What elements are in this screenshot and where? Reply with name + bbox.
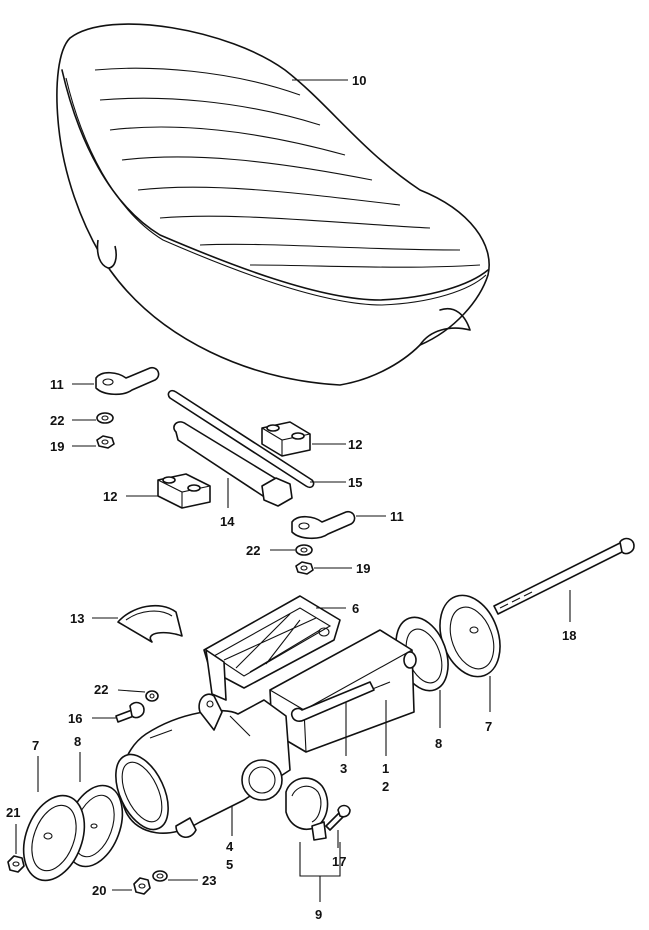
rubber-12-upper: 12 [261,421,362,457]
rod-14: 14 [173,421,293,529]
label-21: 21 [6,805,20,820]
label-2: 2 [382,779,389,794]
label-8b: 8 [435,736,442,751]
screw-17: 17 [325,804,351,869]
washer-22-left: 22 [94,682,159,702]
cap-13: 13 [70,604,183,643]
bracket-11-lower: 11 [291,509,404,540]
seat: 10 [56,23,490,386]
bracket-6: 6 [203,595,359,701]
label-5: 5 [226,857,233,872]
bolt-18: 18 [493,537,635,643]
label-20: 20 [92,883,106,898]
bolt-16: 16 [68,701,145,726]
label-13: 13 [70,611,84,626]
label-7a: 7 [32,738,39,753]
washer-22-upper: 22 [50,412,114,428]
label-4: 4 [226,839,234,854]
nut-19-upper: 19 [50,435,115,454]
label-14: 14 [220,514,235,529]
nut-21: 21 [6,805,25,873]
label-23: 23 [202,873,216,888]
label-17: 17 [332,854,346,869]
label-22a: 22 [50,413,64,428]
nut-20: 20 [92,877,151,898]
cover-7-right: 7 [439,594,501,734]
washer-23: 23 [152,870,216,888]
label-19a: 19 [50,439,64,454]
cover-7-left: 7 [22,738,86,882]
label-1: 1 [382,761,389,776]
label-11b: 11 [390,509,404,524]
label-16: 16 [68,711,82,726]
label-8a: 8 [74,734,81,749]
rod-15: 15 [167,389,362,490]
label-7b: 7 [485,719,492,734]
label-11a: 11 [50,377,64,392]
label-18: 18 [562,628,576,643]
housing-4-5: 4 5 [115,693,291,872]
label-12b: 12 [103,489,117,504]
label-22c: 22 [94,682,108,697]
clamp-9: 9 [285,777,341,922]
label-9: 9 [315,907,322,922]
rod-3: 3 [290,681,375,776]
label-12a: 12 [348,437,362,452]
label-6: 6 [352,601,359,616]
rubber-12-lower: 12 [103,473,211,509]
label-15: 15 [348,475,362,490]
label-22b: 22 [246,543,260,558]
label-19b: 19 [356,561,370,576]
label-3: 3 [340,761,347,776]
bracket-11-upper: 11 [50,366,160,396]
washer-22-lower: 22 [246,543,313,558]
nut-19-lower: 19 [295,561,370,576]
label-10: 10 [352,73,366,88]
